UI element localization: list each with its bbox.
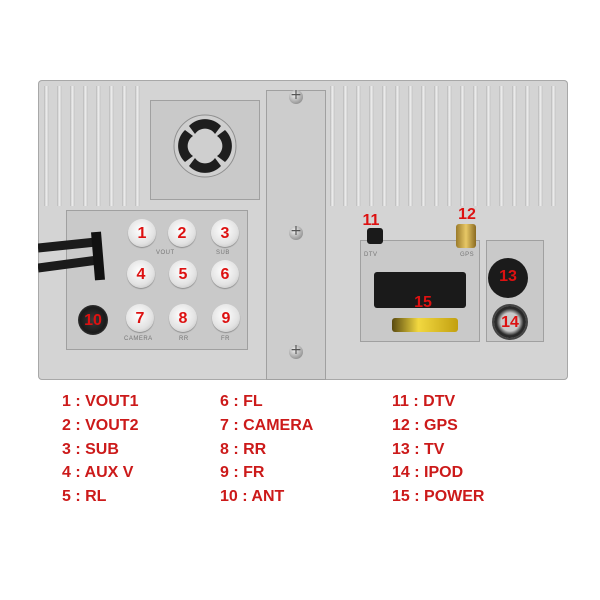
heat-sink-fin <box>109 86 114 206</box>
legend-item: 15 : POWER <box>392 488 485 505</box>
heat-sink-fin <box>421 86 426 206</box>
marker-4: 4 <box>136 266 146 283</box>
marker-9: 9 <box>221 310 231 327</box>
antenna-cable <box>38 231 105 281</box>
legend-item: 10 : ANT <box>220 488 285 505</box>
port-dtv[interactable] <box>367 228 383 244</box>
fan-grille-icon <box>173 114 237 178</box>
heat-sink-fin <box>382 86 387 206</box>
screw <box>289 87 303 104</box>
heat-sink-fin <box>473 86 478 206</box>
legend-item: 4 : AUX V <box>62 464 134 481</box>
heat-sink-fin <box>83 86 88 206</box>
jack-ant[interactable] <box>78 305 108 335</box>
heat-sink-fin <box>57 86 62 206</box>
heat-sink-fin <box>525 86 530 206</box>
port-tv[interactable] <box>488 258 528 298</box>
legend-item: 7 : CAMERA <box>220 417 314 434</box>
heat-sink-fin <box>330 86 335 206</box>
dtv-silk-label: DTV <box>364 252 378 258</box>
marker-11: 11 <box>362 212 380 229</box>
marker-15: 15 <box>414 294 432 311</box>
marker-7: 7 <box>135 310 145 327</box>
marker-3: 3 <box>220 225 230 242</box>
heat-sink-fin <box>122 86 127 206</box>
heat-sink-fin <box>408 86 413 206</box>
marker-8: 8 <box>178 310 188 327</box>
heat-sink-fin <box>369 86 374 206</box>
gps-silk-label: GPS <box>460 252 475 258</box>
legend-item: 1 : VOUT1 <box>62 393 139 410</box>
heat-sink-fin <box>447 86 452 206</box>
heat-sink-fin <box>499 86 504 206</box>
screw <box>289 342 303 359</box>
marker-13: 13 <box>499 268 517 285</box>
legend-item: 3 : SUB <box>62 441 119 458</box>
rr-silk-label: RR <box>179 336 189 342</box>
heat-sink-fin <box>135 86 140 206</box>
legend-item: 11 : DTV <box>392 393 456 410</box>
heat-sink-fin <box>96 86 101 206</box>
port-ipod[interactable] <box>494 306 526 338</box>
legend-item: 9 : FR <box>220 464 265 481</box>
heat-sink-fin <box>44 86 49 206</box>
jack-rr[interactable] <box>169 304 197 332</box>
heat-sink-fin <box>486 86 491 206</box>
marker-2: 2 <box>177 225 187 242</box>
heat-sink-fin <box>356 86 361 206</box>
jack-aux-v[interactable] <box>127 260 155 288</box>
heat-sink-fin <box>434 86 439 206</box>
legend-item: 14 : IPOD <box>392 464 464 481</box>
screw <box>289 223 303 240</box>
vout-silk-label: VOUT <box>156 250 175 256</box>
heat-sink-fin <box>460 86 465 206</box>
legend-item: 5 : RL <box>62 488 107 505</box>
marker-1: 1 <box>137 225 147 242</box>
sub-silk-label: SUB <box>216 250 230 256</box>
legend-item: 13 : TV <box>392 441 445 458</box>
jack-vout2[interactable] <box>168 219 196 247</box>
radio-back-panel: DTV GPS 1 2 3 4 5 6 7 8 9 10 11 12 13 14… <box>38 80 568 380</box>
legend-item: 2 : VOUT2 <box>62 417 139 434</box>
jack-camera[interactable] <box>126 304 154 332</box>
heat-sink-fin <box>538 86 543 206</box>
legend-item: 8 : RR <box>220 441 267 458</box>
jack-rl[interactable] <box>169 260 197 288</box>
marker-5: 5 <box>178 266 188 283</box>
fr-silk-label: FR <box>221 336 230 342</box>
legend-item: 6 : FL <box>220 393 263 410</box>
jack-vout1[interactable] <box>128 219 156 247</box>
marker-6: 6 <box>220 266 230 283</box>
port-gps[interactable] <box>456 224 476 248</box>
fuse-icon <box>392 318 458 332</box>
heat-sink-fin <box>395 86 400 206</box>
heat-sink-fin <box>551 86 556 206</box>
jack-fr[interactable] <box>212 304 240 332</box>
jack-sub[interactable] <box>211 219 239 247</box>
heat-sink-fin <box>70 86 75 206</box>
camera-silk-label: CAMERA <box>124 336 153 342</box>
heat-sink-fin <box>512 86 517 206</box>
jack-fl[interactable] <box>211 260 239 288</box>
marker-10: 10 <box>84 312 102 329</box>
marker-14: 14 <box>501 314 519 331</box>
heat-sink-fin <box>343 86 348 206</box>
port-power[interactable] <box>374 272 466 308</box>
marker-12: 12 <box>458 206 476 223</box>
legend-item: 12 : GPS <box>392 417 458 434</box>
